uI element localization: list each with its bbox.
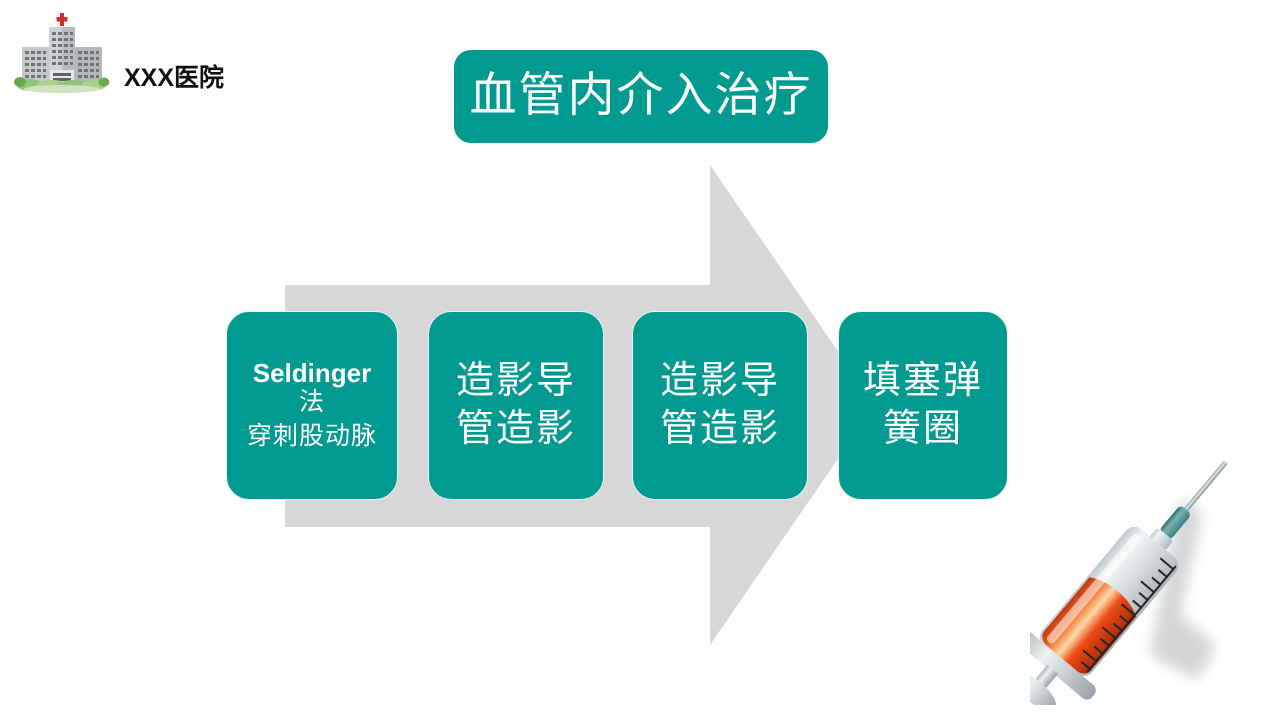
syringe-shadow — [1150, 500, 1216, 680]
step-2-line-2: 管造影 — [455, 407, 576, 450]
syringe-needle — [1182, 461, 1228, 514]
page-title: 血管内介入治疗 — [469, 70, 813, 122]
step-1-line-3: 穿刺股动脉 — [246, 422, 377, 450]
process-step-3[interactable]: 造影导 管造影 — [632, 311, 808, 500]
syringe-thumb-pad — [1030, 672, 1057, 705]
hospital-building-icon — [14, 13, 110, 93]
syringe-icon — [1030, 461, 1228, 705]
foliage-decoration — [14, 77, 110, 93]
step-3-line-2: 管造影 — [659, 407, 780, 450]
step-4-line-1: 填塞弹 — [862, 360, 983, 402]
syringe-graduations — [1080, 557, 1177, 673]
slide-title-box: 血管内介入治疗 — [454, 50, 828, 143]
process-step-2[interactable]: 造影导 管造影 — [428, 311, 604, 500]
syringe-flange — [1030, 629, 1096, 700]
hospital-logo-group: XXX医院 — [8, 8, 248, 96]
syringe-fluid — [1042, 577, 1137, 674]
process-step-1[interactable]: Seldinger 法 穿刺股动脉 — [226, 311, 398, 500]
process-step-4[interactable]: 填塞弹 簧圈 — [838, 311, 1008, 500]
step-1-line-1: Seldinger — [252, 358, 372, 389]
hospital-name-label: XXX医院 — [124, 64, 225, 92]
syringe-tip — [1150, 528, 1173, 550]
syringe-hub — [1160, 506, 1190, 539]
step-1-line-2: 法 — [298, 389, 325, 417]
step-4-line-2: 簧圈 — [882, 407, 963, 450]
step-3-line-1: 造影导 — [659, 360, 780, 402]
step-2-line-1: 造影导 — [455, 360, 576, 402]
red-cross-icon — [56, 13, 68, 26]
